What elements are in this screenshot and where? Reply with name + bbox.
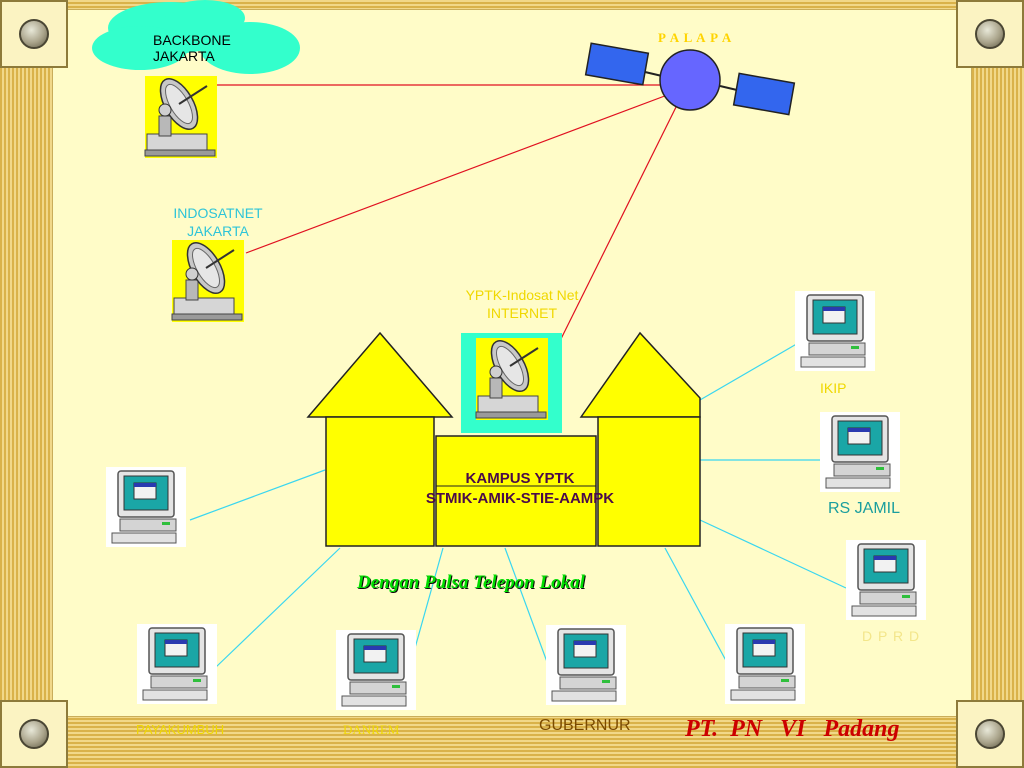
link-indosatnet-satellite [245, 93, 671, 254]
caption-text: Dengan Pulsa Telepon Lokal [357, 572, 585, 593]
link-campus-ikip [699, 341, 801, 401]
yptk-label-line1: YPTK-Indosat Net [465, 287, 579, 303]
gubernur-computer-icon [545, 624, 627, 706]
link-campus-southeast-pc [664, 547, 731, 669]
southeast-computer-icon [724, 623, 806, 705]
backbone-label-line1: BACKBONE [153, 32, 231, 48]
campus-label-line2: STMIK-AMIK-STIE-AAMPK [425, 490, 615, 507]
west-computer-icon [105, 466, 187, 548]
backbone-dish-icon [144, 71, 218, 159]
corner-top-right [956, 0, 1024, 68]
ikip-label: IKIP [820, 380, 847, 396]
corner-knob-icon [19, 19, 49, 49]
rsjamil-computer-icon [819, 411, 901, 493]
campus-label-line1: KAMPUS YPTK [465, 470, 575, 487]
footer-company: PT. PN VI Padang [685, 716, 900, 742]
indosatnet-label: INDOSATNET JAKARTA [154, 204, 282, 240]
ikip-computer-icon [794, 290, 876, 372]
satellite-label: P A L A P A [658, 30, 733, 45]
corner-bottom-right [956, 700, 1024, 768]
dansrem-computer-icon [335, 629, 417, 711]
corner-knob-icon [975, 19, 1005, 49]
yptk-label-line2: INTERNET [487, 305, 557, 321]
payakumbuh-computer-icon [136, 623, 218, 705]
backbone-cloud [92, 0, 300, 74]
indosatnet-label-line2: JAKARTA [187, 223, 249, 239]
link-campus-payakumbuh [214, 547, 341, 669]
indosatnet-dish-icon [171, 235, 245, 323]
dansrem-label: DANREM [343, 722, 400, 737]
corner-knob-icon [19, 719, 49, 749]
campus-building [306, 331, 701, 547]
link-campus-gubernur [504, 547, 551, 671]
gubernur-label: GUBERNUR [539, 717, 631, 734]
rsjamil-label: RS JAMIL [828, 500, 901, 517]
link-campus-dprd [699, 519, 847, 589]
yptk-dish-icon [461, 333, 562, 433]
dprd-computer-icon [845, 539, 927, 621]
backbone-label-line2: JAKARTA [153, 48, 215, 64]
link-yptk-satellite [552, 94, 683, 356]
frame-left [0, 0, 52, 768]
frame-right [972, 0, 1024, 768]
corner-knob-icon [975, 719, 1005, 749]
indosatnet-label-line1: INDOSATNET [173, 205, 263, 221]
corner-bottom-left [0, 700, 68, 768]
yptk-label: YPTK-Indosat Net INTERNET [442, 286, 602, 322]
dprd-label: D P R D [862, 628, 921, 644]
satellite-icon [584, 42, 796, 116]
link-campus-west-pc [189, 469, 326, 521]
campus-label: KAMPUS YPTK STMIK-AMIK-STIE-AAMPK [380, 469, 660, 509]
link-campus-dansrem [414, 547, 444, 649]
payakumbuh-label: PAYAKUMBUH [136, 722, 225, 737]
corner-top-left [0, 0, 68, 68]
backbone-label: BACKBONE JAKARTA [153, 32, 231, 64]
